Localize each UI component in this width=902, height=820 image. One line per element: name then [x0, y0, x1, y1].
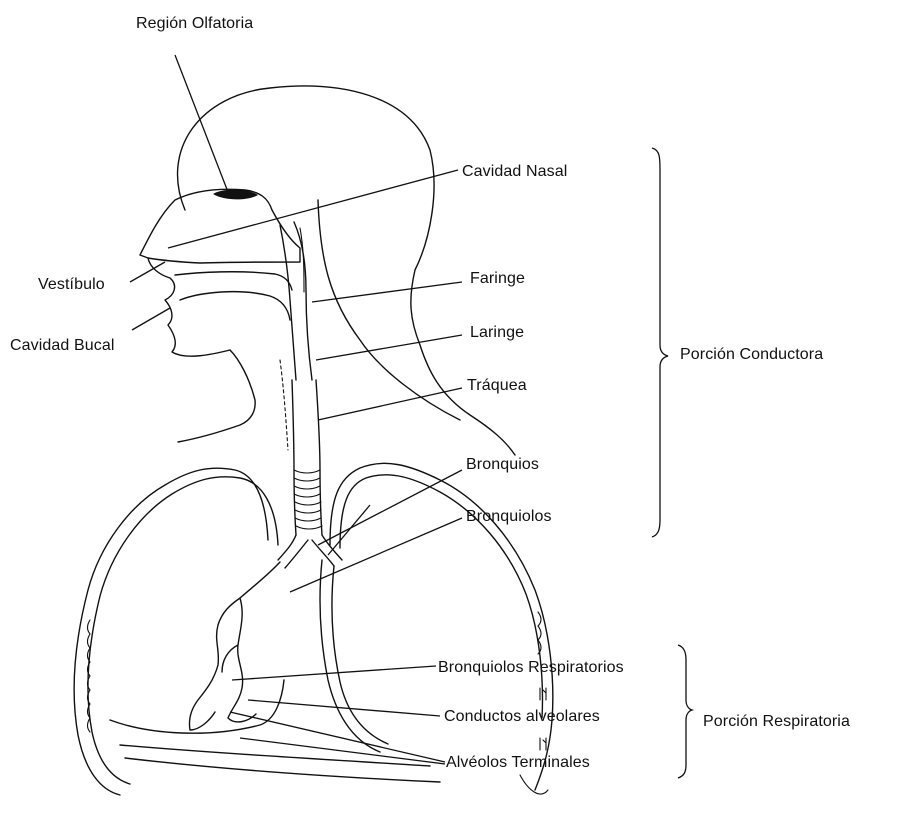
right-lung-base-notch — [520, 775, 548, 794]
stage-arrow-2 — [540, 738, 546, 750]
leader-bronquiolos-1 — [290, 518, 462, 592]
left-lung-outline — [74, 468, 268, 795]
leader-cavidad-nasal — [168, 170, 458, 248]
head-outline — [178, 86, 515, 455]
label-porcion-respiratoria: Porción Respiratoria — [703, 713, 850, 731]
leader-bronquios — [318, 470, 462, 545]
label-region-olfatoria: Región Olfatoria — [136, 15, 253, 33]
tongue-line — [180, 292, 290, 320]
leader-region-olfatoria — [175, 55, 228, 192]
label-laringe: Laringe — [470, 324, 524, 342]
left-bronchus — [278, 535, 308, 568]
leader-laringe — [316, 335, 462, 360]
neck-back-outline — [318, 200, 460, 420]
diaphragm-line-2 — [125, 758, 440, 782]
left-lung-inner — [88, 477, 278, 784]
nasal-cavity-outline — [140, 189, 300, 263]
label-traquea: Tráquea — [467, 377, 527, 395]
label-alveolos-terminales: Alvéolos Terminales — [446, 754, 590, 772]
label-cavidad-bucal: Cavidad Bucal — [10, 337, 114, 355]
leader-faringe — [312, 282, 462, 302]
right-lung-medial-2 — [332, 566, 388, 744]
label-vestibulo: Vestíbulo — [38, 276, 105, 294]
leader-bronquiolos-respiratorios — [232, 666, 436, 680]
lung-base — [110, 680, 284, 733]
trachea-left-wall — [292, 380, 296, 535]
pharynx-front — [280, 225, 296, 380]
mouth-outline — [148, 258, 230, 356]
larynx-wall — [280, 360, 288, 450]
leader-bronquiolos-2 — [328, 505, 370, 555]
label-cavidad-nasal: Cavidad Nasal — [462, 163, 567, 181]
leader-cavidad-bucal — [132, 308, 170, 330]
leader-alveolos-terminales-1 — [230, 712, 445, 762]
brace-porcion-conductora — [652, 148, 668, 537]
trachea-rings — [294, 470, 322, 529]
leader-vestibulo — [130, 262, 165, 282]
palate-line — [175, 272, 292, 290]
label-bronquios: Bronquios — [466, 456, 539, 474]
label-bronquiolos: Bronquiolos — [466, 508, 552, 526]
leader-traquea — [318, 388, 462, 420]
label-bronquiolos-respiratorios: Bronquiolos Respiratorios — [438, 659, 624, 677]
label-porcion-conductora: Porción Conductora — [680, 346, 823, 364]
brace-porcion-respiratoria — [678, 645, 692, 778]
label-conductos-alveolares: Conductos alveolares — [444, 708, 600, 726]
bronchiole-tree — [189, 562, 280, 730]
right-lung-medial — [320, 560, 380, 752]
jaw-line — [178, 350, 255, 442]
label-faringe: Faringe — [470, 270, 525, 288]
